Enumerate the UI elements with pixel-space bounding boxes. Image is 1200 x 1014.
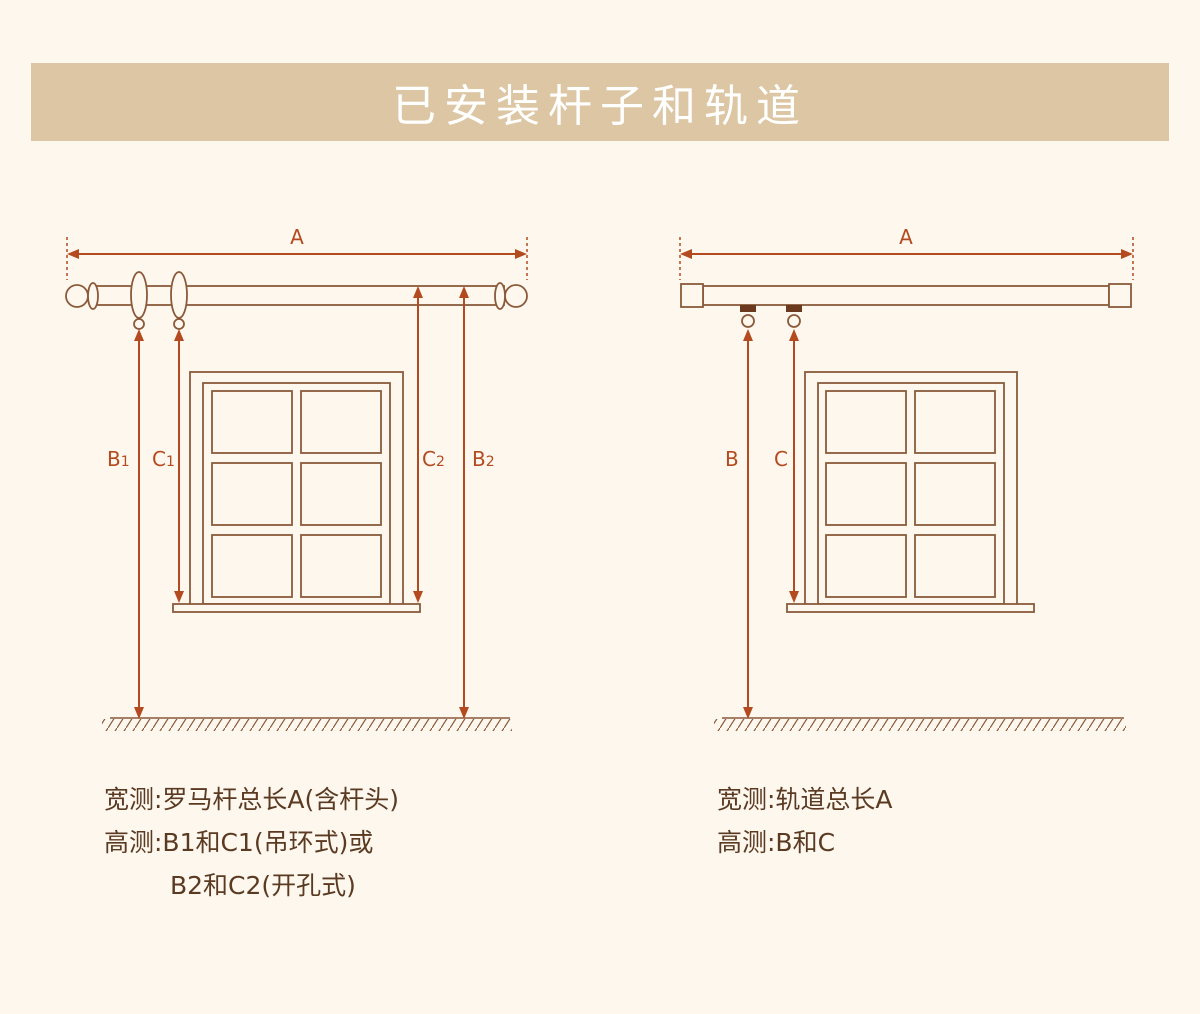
track-floor (714, 717, 1126, 731)
rod-width-dimension: A (66, 225, 528, 280)
rod-height-instruction: 高测:B1和C1(吊环式)或 (104, 828, 374, 857)
track-caption: 宽测:轨道总长A 高测:B和C (717, 778, 893, 864)
c-label: C (774, 447, 788, 471)
b2-label: B2 (472, 447, 495, 471)
rod-width-instruction: 宽测:罗马杆总长A(含杆头) (104, 785, 400, 814)
page-title: 已安装杆子和轨道 (392, 81, 808, 132)
rod-height-instruction-cont: B2和C2(开孔式) (170, 871, 356, 900)
c1-label: C1 (152, 447, 175, 471)
curtain-track (680, 283, 1132, 328)
rod-diagram: A (65, 225, 528, 731)
track-window (786, 371, 1035, 613)
track-height-instruction: 高测:B和C (717, 828, 836, 857)
title-banner: 已安装杆子和轨道 (31, 63, 1169, 141)
rod-floor (102, 717, 512, 731)
b1-label: B1 (107, 447, 130, 471)
track-width-instruction: 宽测:轨道总长A (717, 785, 893, 814)
track-diagram: A (679, 225, 1134, 731)
rod-caption: 宽测:罗马杆总长A(含杆头) 高测:B1和C1(吊环式)或 B2和C2(开孔式) (104, 778, 399, 907)
rod-width-label: A (290, 225, 304, 249)
rod-height-dimensions (134, 286, 469, 719)
track-height-dimensions (743, 329, 799, 719)
track-width-label: A (899, 225, 913, 249)
b-label: B (725, 447, 739, 471)
rod-window (172, 371, 421, 613)
roman-rod (65, 271, 528, 330)
track-width-dimension: A (679, 225, 1134, 280)
c2-label: C2 (422, 447, 445, 471)
